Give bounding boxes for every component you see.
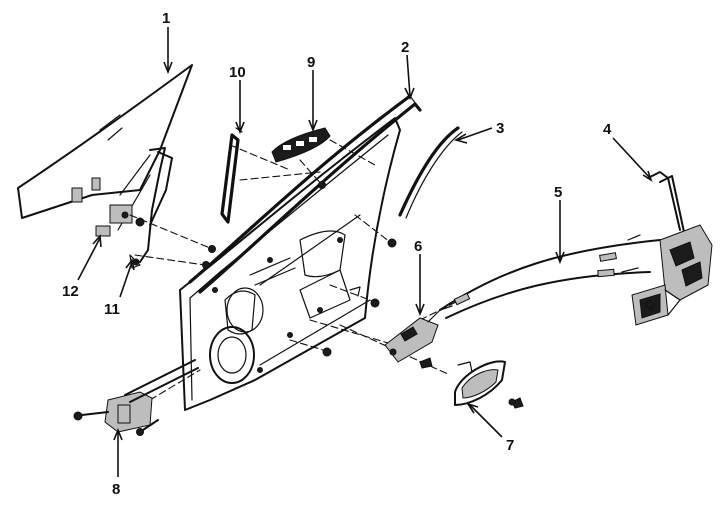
outside-door-handle xyxy=(454,360,516,406)
inside-door-handle xyxy=(384,305,453,363)
callout-5: 5 xyxy=(554,184,562,201)
door-cables xyxy=(439,234,661,319)
callout-11: 11 xyxy=(104,301,120,318)
callout-numbers: 1 2 3 4 5 6 7 8 9 10 11 12 xyxy=(62,10,612,498)
window-switch-panel xyxy=(271,127,331,163)
callout-6: 6 xyxy=(414,238,422,255)
callout-2: 2 xyxy=(401,39,409,56)
fasteners xyxy=(202,181,524,409)
window-glass xyxy=(17,64,193,219)
assembly-guide-lines xyxy=(129,139,461,401)
door-check xyxy=(73,359,199,436)
callout-1: 1 xyxy=(162,10,170,27)
callout-7: 7 xyxy=(506,437,514,454)
callout-9: 9 xyxy=(307,54,315,71)
callout-leaders xyxy=(77,27,653,477)
callout-12: 12 xyxy=(62,283,79,300)
window-regulator xyxy=(95,147,173,269)
door-latch-assembly xyxy=(631,171,713,326)
callout-10: 10 xyxy=(229,64,246,81)
door-shell xyxy=(179,117,401,411)
rear-glass-channel xyxy=(220,127,243,224)
front-glass-channel xyxy=(398,126,463,219)
callout-8: 8 xyxy=(112,481,120,498)
callout-4: 4 xyxy=(603,121,612,138)
callout-3: 3 xyxy=(496,120,504,137)
